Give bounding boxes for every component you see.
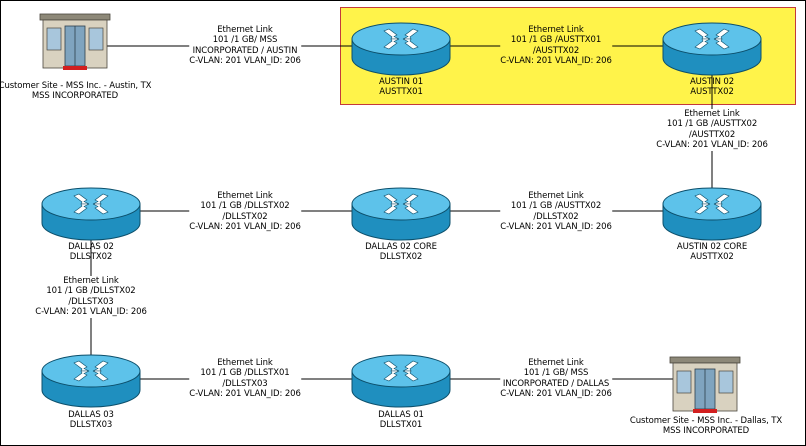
router-icon [351, 186, 451, 242]
building-icon [667, 351, 743, 415]
router-icon [662, 21, 762, 77]
router-icon [351, 353, 451, 409]
building-icon [37, 8, 113, 72]
router-icon [351, 21, 451, 77]
router-icon [662, 186, 762, 242]
router-icon [41, 353, 141, 409]
router-icon [41, 186, 141, 242]
